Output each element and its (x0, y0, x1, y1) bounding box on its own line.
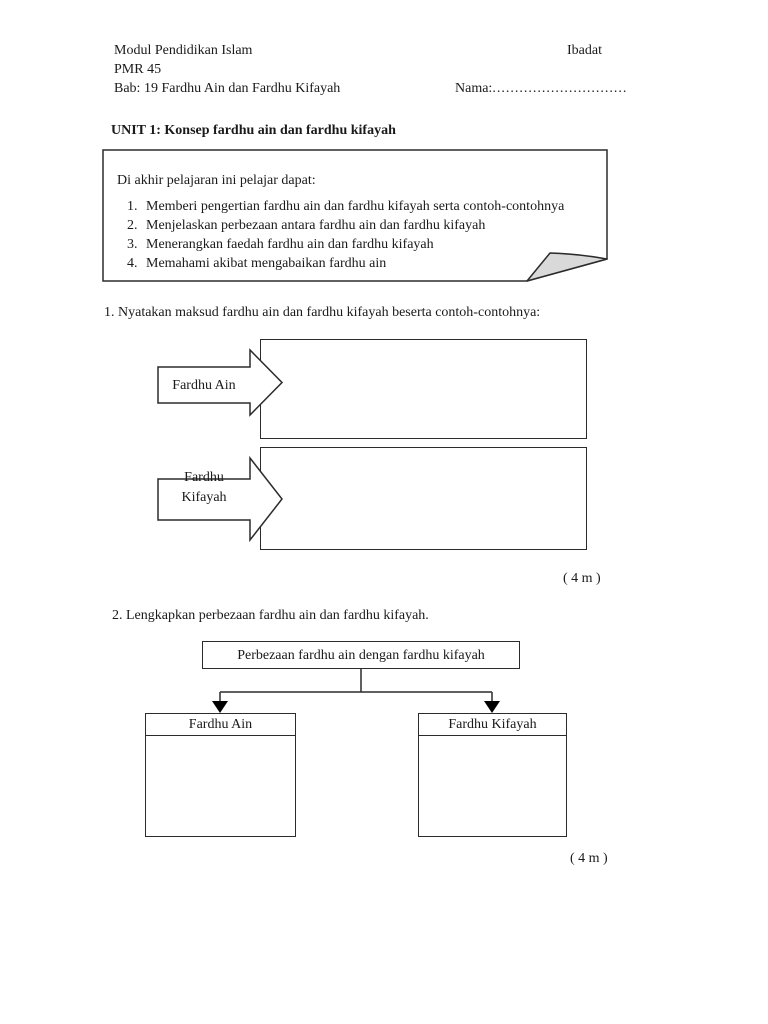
objective-item: 1. Memberi pengertian fardhu ain dan fard… (127, 197, 564, 216)
fardhu-kifayah-arrow-label: Fardhu Kifayah (158, 468, 250, 508)
name-field: Nama:.............................. (455, 79, 627, 98)
objectives-intro: Di akhir pelajaran ini pelajar dapat: (117, 173, 316, 188)
down-arrow-icon (484, 701, 500, 713)
answer-box-fardhu-ain (260, 339, 587, 439)
arrow-label-line-2: Kifayah (181, 490, 227, 505)
objective-item-number: 4. (127, 256, 138, 271)
objective-item-text: Memberi pengertian fardhu ain dan fardhu… (146, 199, 565, 214)
fardhu-ain-arrow-label: Fardhu Ain (172, 377, 236, 393)
fardhu-kifayah-arrow (157, 455, 283, 543)
comparison-box-header: Fardhu Kifayah (419, 714, 566, 736)
objective-item: 2. Menjelaskan perbezaan antara fardhu ai… (127, 216, 485, 235)
objective-item: 4. Memahami akibat mengabaikan fardhu ain (127, 254, 386, 273)
objective-item-text: Memahami akibat mengabaikan fardhu ain (146, 256, 387, 271)
folded-corner-icon (526, 252, 608, 282)
question-2-text: 2. Lengkapkan perbezaan fardhu ain dan f… (112, 608, 429, 623)
question-1-text: 1. Nyatakan maksud fardhu ain dan fardhu… (104, 305, 541, 320)
marks-question-2: ( 4 m ) (570, 851, 608, 866)
objective-item-number: 3. (127, 237, 138, 252)
objective-item-text: Menjelaskan perbezaan antara fardhu ain … (146, 218, 486, 233)
down-arrow-icon (212, 701, 228, 713)
connector-lines (212, 669, 500, 713)
fardhu-ain-arrow (157, 348, 284, 417)
answer-box-fardhu-kifayah (260, 447, 587, 550)
objective-item-number: 2. (127, 218, 138, 233)
comparison-box-header: Fardhu Ain (146, 714, 295, 736)
header-chapter-line: Bab: 19 Fardhu Ain dan Fardhu Kifayah (114, 81, 341, 96)
comparison-box-fardhu-ain: Fardhu Ain (145, 713, 296, 837)
name-dotted-line: .............................. (492, 81, 628, 96)
marks-question-1: ( 4 m ) (563, 571, 601, 586)
objective-item: 3. Menerangkan faedah fardhu ain dan fard… (127, 235, 434, 254)
objective-item-number: 1. (127, 199, 138, 214)
header-code-line: PMR 45 (114, 62, 162, 77)
header-topic: Ibadat (567, 43, 602, 58)
objective-item-text: Menerangkan faedah fardhu ain dan fardhu… (146, 237, 434, 252)
objectives-box (102, 149, 608, 282)
header-module-line: Modul Pendidikan Islam (114, 43, 253, 58)
comparison-title-box: Perbezaan fardhu ain dengan fardhu kifay… (202, 641, 520, 669)
unit-title: UNIT 1: Konsep fardhu ain dan fardhu kif… (111, 123, 396, 138)
arrow-label-line-1: Fardhu (184, 470, 224, 485)
comparison-box-fardhu-kifayah: Fardhu Kifayah (418, 713, 567, 837)
name-label: Nama: (455, 81, 493, 96)
